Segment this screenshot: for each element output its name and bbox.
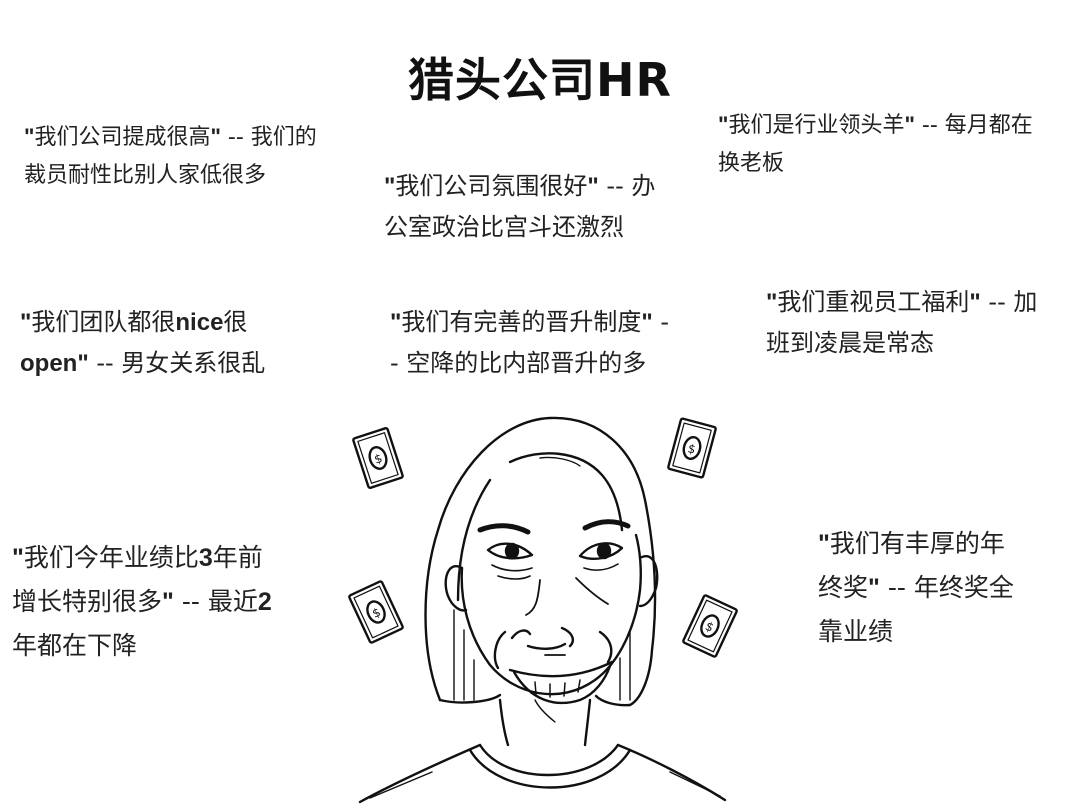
svg-text:$: $ xyxy=(373,451,385,467)
svg-text:$: $ xyxy=(686,441,697,457)
quote-performance: "我们今年业绩比3年前 增长特别很多" -- 最近2 年都在下降 xyxy=(12,543,272,660)
hr-woman-illustration: $ $ $ $ xyxy=(348,416,738,804)
quote-bonus: "我们有丰厚的年 终奖" -- 年终奖全 靠业绩 xyxy=(818,529,1014,646)
quote-atmosphere: "我们公司氛围很好" -- 办 公室政治比宫斗还激烈 xyxy=(384,172,656,241)
quote-promotion: "我们有完善的晋升制度" - - 空降的比内部晋升的多 xyxy=(390,308,670,377)
money-bill-icon: $ xyxy=(348,580,404,644)
page-title: 猎头公司HR xyxy=(408,53,672,107)
money-bill-icon: $ xyxy=(352,427,404,489)
money-bill-icon: $ xyxy=(667,417,717,479)
quote-welfare: "我们重视员工福利" -- 加 班到凌晨是常态 xyxy=(766,288,1038,357)
quote-leader: "我们是行业领头羊" -- 每月都在 换老板 xyxy=(718,112,1033,176)
quote-team: "我们团队都很nice很 open" -- 男女关系很乱 xyxy=(20,308,266,377)
quote-commission: "我们公司提成很高" -- 我们的 裁员耐性比别人家低很多 xyxy=(24,124,317,188)
money-bill-icon: $ xyxy=(682,594,738,658)
